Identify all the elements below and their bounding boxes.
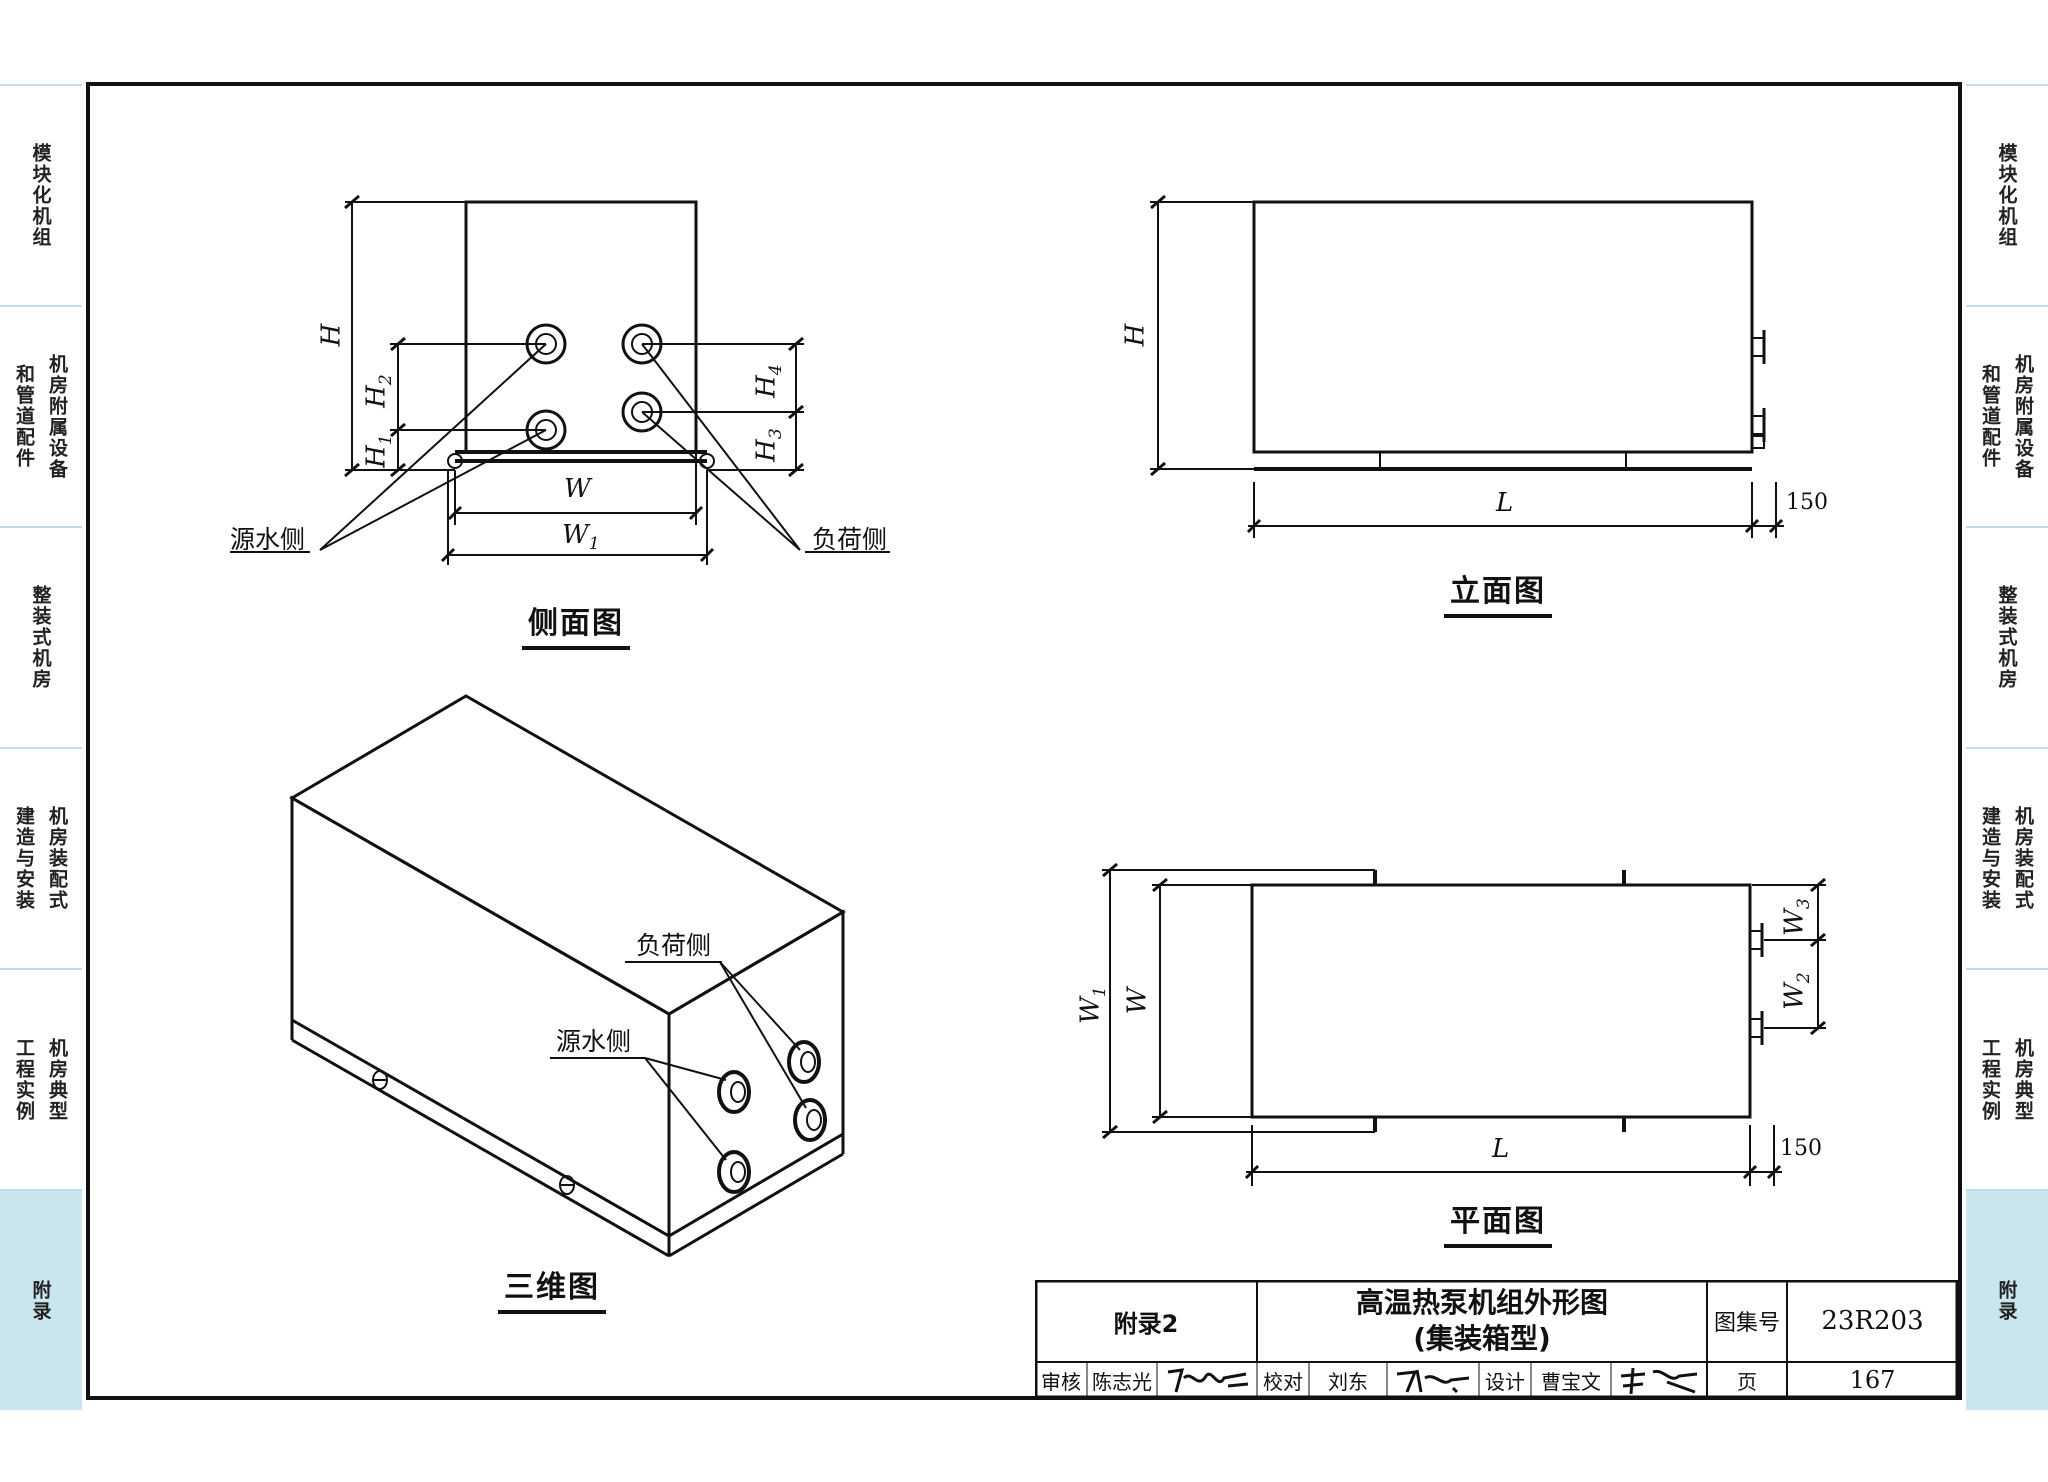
elevation-dim-H: H <box>1120 323 1151 347</box>
isometric-view-drawing <box>289 694 846 1258</box>
drawing-frame <box>86 82 1962 1400</box>
section-tab-5[interactable]: 附录 <box>1966 1189 2048 1410</box>
iso-flange-1 <box>717 1070 751 1114</box>
tb-reviewer: 陈志光 <box>1092 1369 1152 1394</box>
plan-view-drawing <box>1102 862 1826 1186</box>
iso-load-label: 负荷侧 <box>636 931 712 960</box>
section-tab-4[interactable]: 机房典型工程实例 <box>1966 968 2048 1189</box>
section-tab-label-line: 和管道配件 <box>13 364 35 469</box>
tb-atlas-label: 图集号 <box>1713 1311 1780 1336</box>
section-tab-label-line: 机房附属设备 <box>46 353 68 480</box>
tb-title-line2: (集装箱型) <box>1413 1322 1551 1355</box>
side-dim-H: H <box>316 323 347 347</box>
section-tab-2[interactable]: 整装式机房 <box>1966 526 2048 747</box>
iso-source-label: 源水侧 <box>556 1027 632 1056</box>
tb-design-label: 设计 <box>1485 1369 1525 1394</box>
elevation-dim-L: L <box>1496 488 1514 518</box>
plan-dim-L: L <box>1492 1134 1510 1164</box>
section-tab-4[interactable]: 机房典型工程实例 <box>0 968 82 1189</box>
section-tab-label: 模块化机组 <box>0 86 82 305</box>
section-tab-label-line: 建造与安装 <box>13 806 35 911</box>
title-block-grid <box>1035 1280 1958 1398</box>
section-tab-label-line: 附录 <box>29 1279 52 1322</box>
section-tab-label-line: 整装式机房 <box>29 585 52 690</box>
tb-review-label: 审核 <box>1041 1369 1081 1394</box>
section-tab-label-line: 模块化机组 <box>29 143 52 248</box>
section-tab-0[interactable]: 模块化机组 <box>1966 84 2048 305</box>
section-tab-3[interactable]: 机房装配式建造与安装 <box>1966 747 2048 968</box>
left-section-tabs: 模块化机组机房附属设备和管道配件整装式机房机房装配式建造与安装机房典型工程实例附… <box>0 84 82 1410</box>
section-tab-label: 机房装配式建造与安装 <box>0 749 82 968</box>
section-tab-label-line: 附录 <box>1995 1279 2018 1322</box>
side-dim-H3: H3 <box>751 428 786 462</box>
section-tab-label-line: 机房装配式 <box>46 806 68 911</box>
side-view-title: 侧面图 <box>522 598 630 650</box>
section-tab-label: 模块化机组 <box>1966 86 2048 305</box>
iso-flange-2 <box>717 1150 751 1194</box>
section-tab-label-line: 工程实例 <box>13 1037 35 1122</box>
section-tab-label: 附录 <box>1966 1191 2048 1410</box>
section-tab-0[interactable]: 模块化机组 <box>0 84 82 305</box>
section-tab-label-line: 建造与安装 <box>1979 806 2001 911</box>
elevation-view-drawing <box>1150 194 1784 538</box>
section-tab-label: 机房附属设备和管道配件 <box>1966 307 2048 526</box>
plan-dim-offset: 150 <box>1780 1136 1822 1161</box>
section-tab-label: 机房典型工程实例 <box>0 970 82 1189</box>
section-tab-label: 整装式机房 <box>0 528 82 747</box>
section-tab-5[interactable]: 附录 <box>0 1189 82 1410</box>
plan-dim-W3: W3 <box>1779 898 1814 936</box>
section-tab-label-line: 机房典型 <box>46 1037 68 1122</box>
section-tab-label: 机房典型工程实例 <box>1966 970 2048 1189</box>
section-tab-1[interactable]: 机房附属设备和管道配件 <box>0 305 82 526</box>
side-dim-W1: W1 <box>562 520 600 555</box>
tb-section: 附录2 <box>1113 1309 1179 1338</box>
elevation-view-title: 立面图 <box>1444 566 1552 618</box>
section-tab-label-line: 模块化机组 <box>1995 143 2018 248</box>
section-tab-3[interactable]: 机房装配式建造与安装 <box>0 747 82 968</box>
section-tab-label-line: 机房典型 <box>2012 1037 2034 1122</box>
section-tab-label: 附录 <box>0 1191 82 1410</box>
iso-side-pipe-2 <box>559 1175 575 1195</box>
side-view-drawing <box>230 194 890 565</box>
tb-check-label: 校对 <box>1263 1369 1303 1394</box>
iso-flange-4 <box>793 1098 827 1142</box>
section-tab-2[interactable]: 整装式机房 <box>0 526 82 747</box>
side-dim-H1: H1 <box>361 434 396 468</box>
tb-checker: 刘东 <box>1328 1369 1368 1394</box>
isometric-view-title: 三维图 <box>498 1262 606 1314</box>
section-tab-1[interactable]: 机房附属设备和管道配件 <box>1966 305 2048 526</box>
section-tab-label: 机房装配式建造与安装 <box>1966 749 2048 968</box>
section-tab-label-line: 和管道配件 <box>1979 364 2001 469</box>
section-tab-label-line: 机房附属设备 <box>2012 353 2034 480</box>
tb-title: 高温热泵机组外形图 (集装箱型) <box>1257 1280 1707 1362</box>
tb-title-line1: 高温热泵机组外形图 <box>1355 1286 1608 1319</box>
side-dim-H2: H2 <box>361 374 396 408</box>
right-section-tabs: 模块化机组机房附属设备和管道配件整装式机房机房装配式建造与安装机房典型工程实例附… <box>1966 84 2048 1410</box>
plan-dim-W: W <box>1122 987 1153 1015</box>
tb-checker-signature <box>1387 1362 1479 1398</box>
side-dim-W: W <box>564 474 591 504</box>
title-block: 附录2 高温热泵机组外形图 (集装箱型) 图集号 23R203 审核 陈志光 校… <box>1035 1280 1958 1398</box>
section-tab-label-line: 机房装配式 <box>2012 806 2034 911</box>
plan-dim-W1: W1 <box>1075 986 1110 1024</box>
section-tab-label: 机房附属设备和管道配件 <box>0 307 82 526</box>
tb-page-label: 页 <box>1737 1369 1757 1394</box>
plan-view-title: 平面图 <box>1444 1196 1552 1248</box>
section-tab-label: 整装式机房 <box>1966 528 2048 747</box>
tb-designer: 曹宝文 <box>1541 1369 1601 1394</box>
side-source-label: 源水侧 <box>230 525 306 554</box>
iso-side-pipe-1 <box>372 1070 388 1090</box>
tb-page-no: 167 <box>1849 1366 1896 1394</box>
section-tab-label-line: 工程实例 <box>1979 1037 2001 1122</box>
side-dim-H4: H4 <box>751 364 786 398</box>
elevation-dim-offset: 150 <box>1786 490 1828 515</box>
side-load-label: 负荷侧 <box>812 525 888 554</box>
section-tab-label-line: 整装式机房 <box>1995 585 2018 690</box>
iso-flange-3 <box>787 1040 821 1084</box>
plan-dim-W2: W2 <box>1779 972 1814 1010</box>
tb-reviewer-signature <box>1157 1362 1257 1398</box>
tb-designer-signature <box>1611 1362 1707 1398</box>
tb-atlas-no: 23R203 <box>1821 1306 1924 1336</box>
